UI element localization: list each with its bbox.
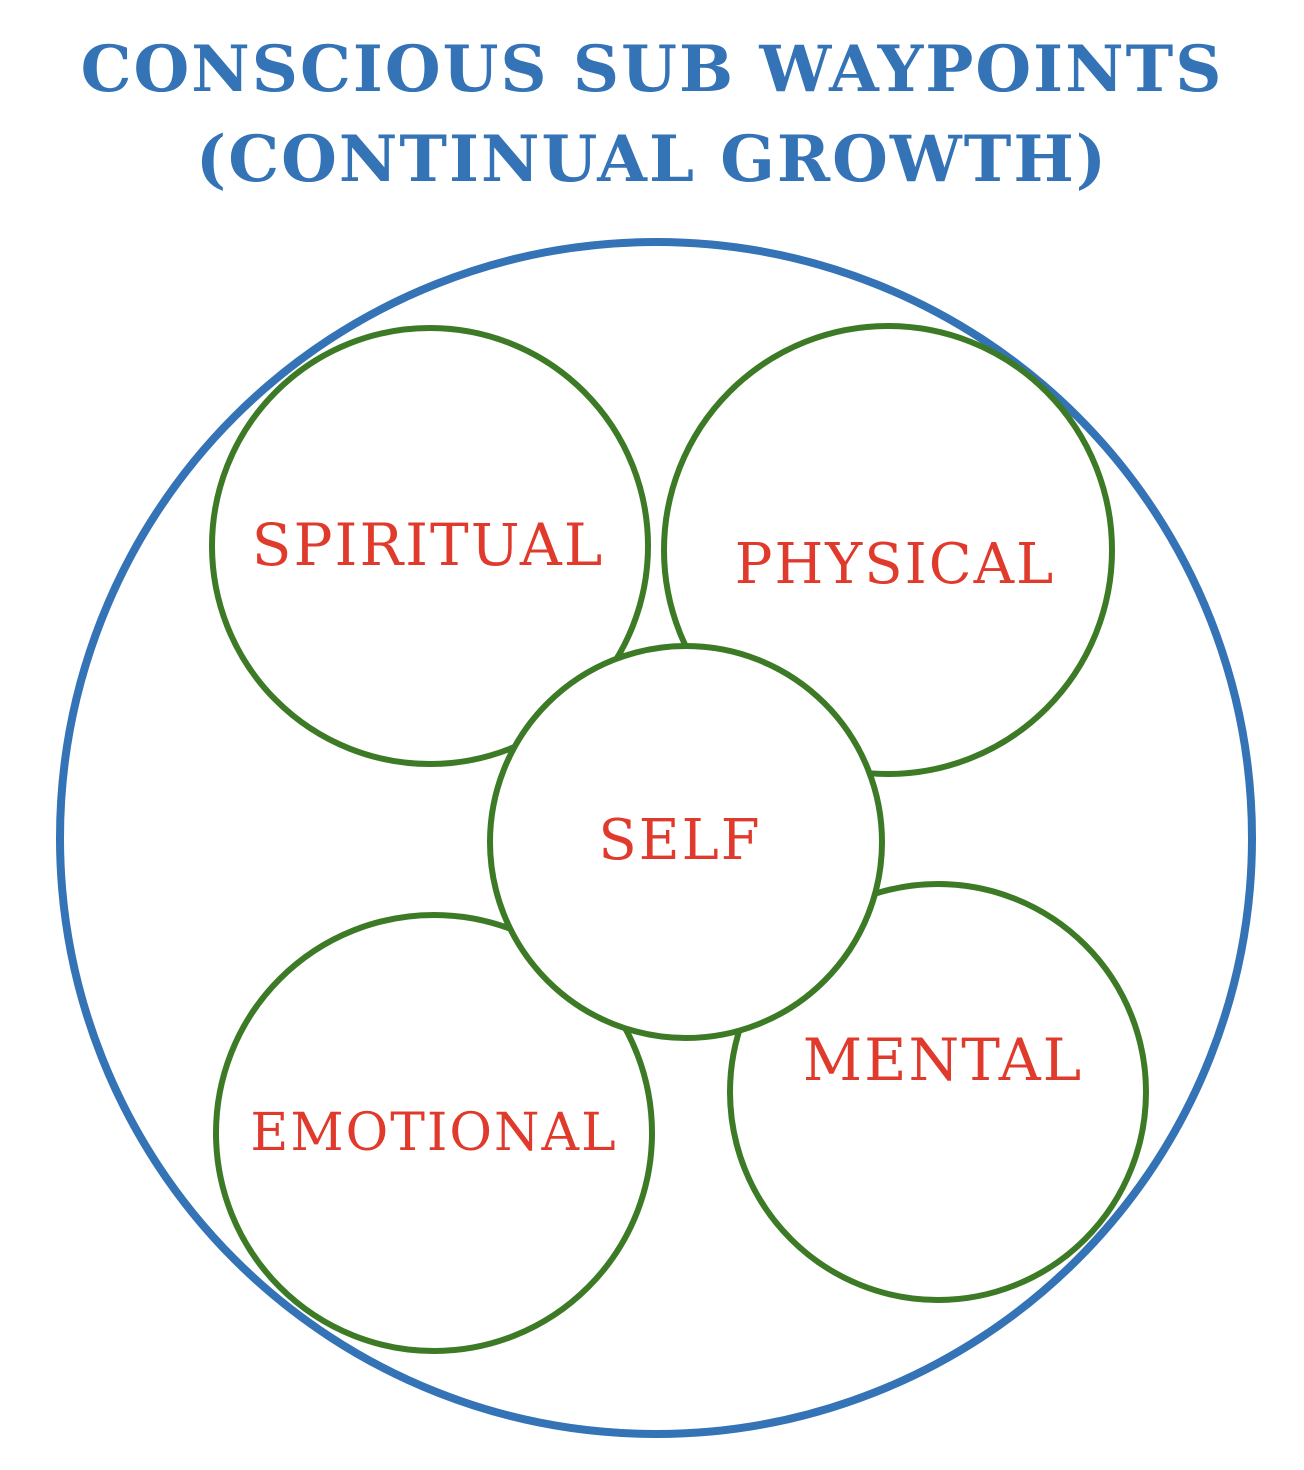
spiritual-ring — [209, 325, 651, 767]
outer-ring — [56, 238, 1256, 1438]
self-label: SELF — [598, 808, 761, 873]
spiritual-label: SPIRITUAL — [252, 511, 604, 579]
emotional-label: EMOTIONAL — [250, 1103, 617, 1163]
emotional-ring — [213, 912, 655, 1354]
mental-ring — [727, 881, 1149, 1303]
mental-label: MENTAL — [803, 1026, 1083, 1094]
diagram-title-line-2: (CONTINUAL GROWTH) — [195, 122, 1109, 197]
self-ring — [487, 643, 885, 1041]
physical-label: PHYSICAL — [735, 532, 1055, 597]
physical-ring — [661, 323, 1115, 777]
diagram-title-line-1: CONSCIOUS SUB WAYPOINTS — [80, 32, 1224, 107]
